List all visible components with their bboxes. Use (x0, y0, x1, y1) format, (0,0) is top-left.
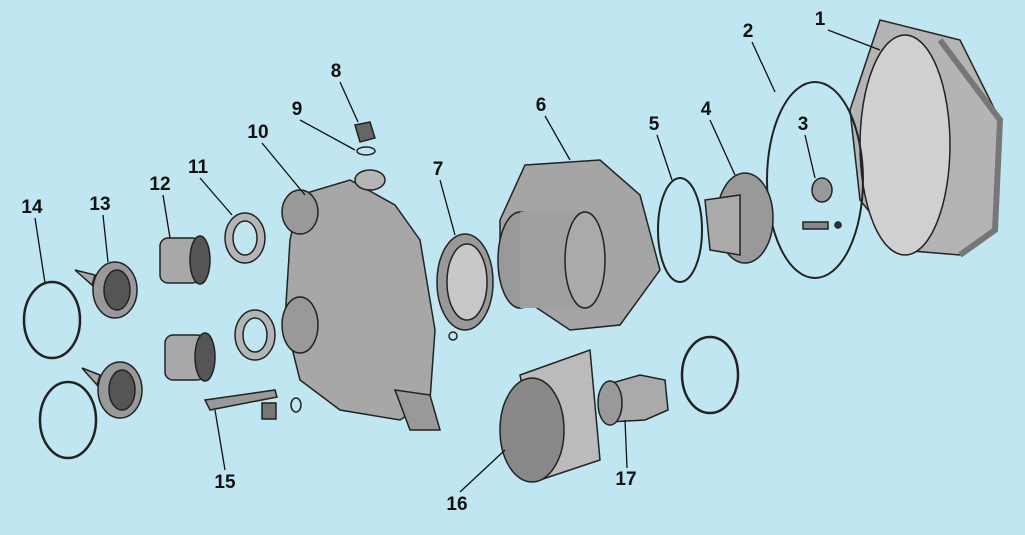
label-7: 7 (432, 159, 444, 180)
part-17-adapter (597, 374, 669, 426)
label-13: 13 (89, 194, 111, 215)
part-13-nut (74, 261, 143, 419)
label-8: 8 (330, 61, 342, 82)
part-4-impeller (704, 172, 774, 264)
label-2: 2 (742, 21, 754, 42)
label-4: 4 (700, 99, 712, 120)
label-16: 16 (446, 494, 468, 515)
part-10-pump-body (281, 169, 441, 431)
label-11: 11 (187, 157, 209, 178)
part-6-diffuser (497, 159, 661, 331)
part-2-oring (766, 81, 864, 279)
label-1: 1 (814, 9, 826, 30)
label-5: 5 (648, 114, 660, 135)
label-15: 15 (214, 472, 236, 493)
part-16-strainer (499, 348, 601, 483)
part-9-washer (356, 146, 376, 156)
label-12: 12 (149, 174, 171, 195)
part-7-ring (436, 233, 494, 341)
leader-lines (34, 29, 881, 493)
part-12-connector (159, 235, 216, 382)
label-6: 6 (535, 95, 547, 116)
part-8-plug (354, 121, 376, 143)
label-14: 14 (21, 197, 43, 218)
part-1-rear-housing (849, 19, 1004, 258)
part-15-bolt (203, 389, 302, 420)
label-9: 9 (291, 99, 303, 120)
part-3-seal (802, 177, 842, 230)
label-17: 17 (615, 469, 637, 490)
part-14-clamp (22, 280, 82, 360)
part-5-oring (657, 177, 703, 283)
label-3: 3 (797, 114, 809, 135)
label-10: 10 (247, 122, 269, 143)
